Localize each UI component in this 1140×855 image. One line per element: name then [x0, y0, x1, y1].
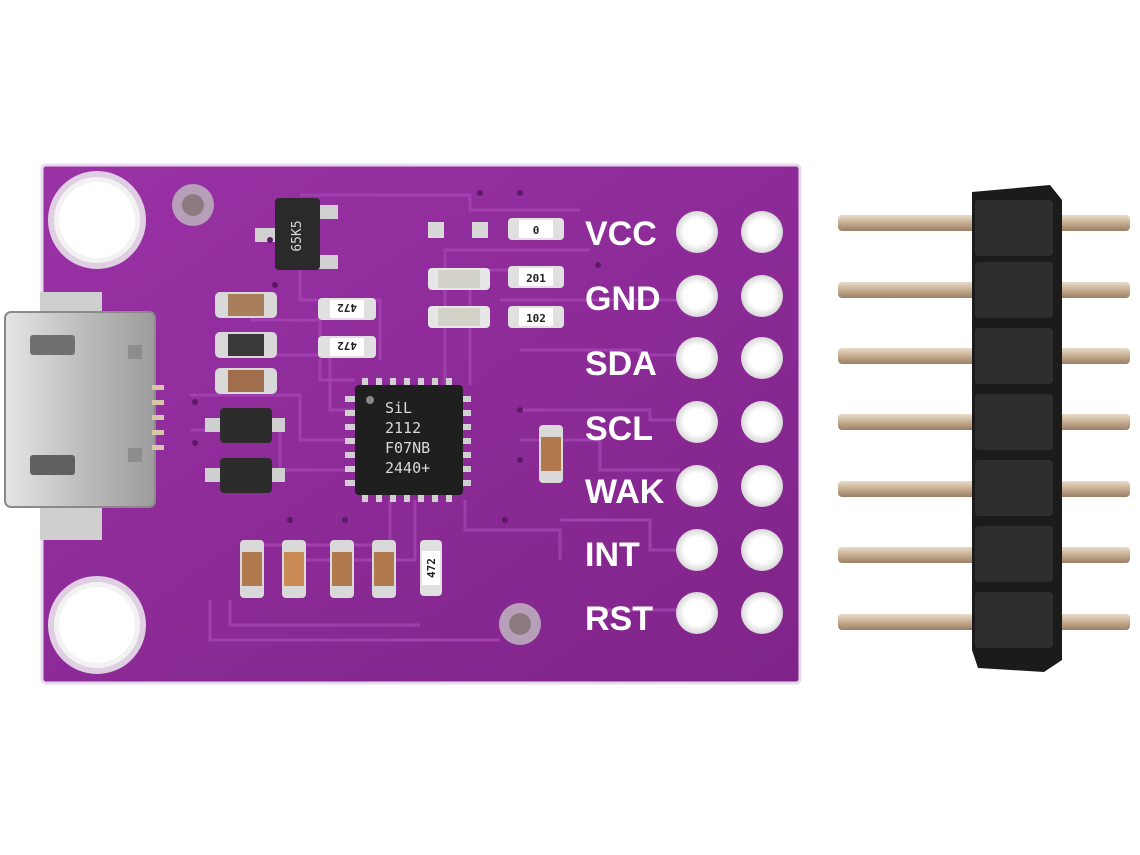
- led-1: [428, 268, 490, 290]
- pad-row-rst: [676, 592, 783, 634]
- ic-marking-line2: 2112: [385, 419, 421, 437]
- svg-text:102: 102: [526, 312, 546, 325]
- pin-label-rst: RST: [585, 600, 653, 638]
- pad-row-wak: [676, 465, 783, 507]
- ic-marking-line4: 2440+: [385, 459, 430, 477]
- vias: [192, 190, 601, 523]
- through-hole-pads: [676, 211, 783, 634]
- mounting-hole-bottom: [48, 576, 146, 674]
- cp2112-ic: SiL 2112 F07NB 2440+: [345, 378, 471, 502]
- pad-row-sda: [676, 337, 783, 379]
- pin-label-wak: WAK: [585, 473, 665, 511]
- capacitor-right: [539, 425, 563, 483]
- resistor-472-b: 472: [318, 336, 376, 358]
- pin-label-sda: SDA: [585, 345, 657, 383]
- svg-text:472: 472: [425, 558, 438, 578]
- micro-usb-connector: [4, 292, 164, 540]
- pad-row-int: [676, 529, 783, 571]
- fiducial-bottom: [499, 603, 541, 645]
- pad-row-gnd: [676, 275, 783, 317]
- mounting-hole-top: [48, 171, 146, 269]
- svg-text:201: 201: [526, 272, 546, 285]
- resistor-472-a: 472: [318, 298, 376, 320]
- fiducial-top: [172, 184, 214, 226]
- resistor-201: 201: [508, 266, 564, 288]
- svg-text:0: 0: [533, 224, 540, 237]
- resistor-472-c: 472: [420, 540, 442, 596]
- esd-chips: [205, 408, 285, 493]
- resistor-0: 0: [508, 218, 564, 240]
- pin-label-gnd: GND: [585, 280, 661, 318]
- resistors-bottom-row: [240, 540, 396, 598]
- pin-label-int: INT: [585, 536, 640, 574]
- capacitors-left: [215, 292, 277, 394]
- transistor-marking: 65K5: [290, 220, 305, 251]
- header-plastic-body: [972, 185, 1062, 672]
- pad-row-vcc: [676, 211, 783, 253]
- resistor-102: 102: [508, 306, 564, 328]
- svg-text:472: 472: [337, 301, 357, 314]
- ic-marking-line3: F07NB: [385, 439, 430, 457]
- transistor-chip: 65K5: [255, 198, 338, 270]
- pin-header: [838, 185, 1130, 672]
- pin-label-vcc: VCC: [585, 215, 657, 253]
- small-pads: [428, 222, 488, 238]
- ic-marking-line1: SiL: [385, 399, 412, 417]
- led-2: [428, 306, 490, 328]
- pin-label-scl: SCL: [585, 410, 653, 448]
- pin-labels: VCC GND SDA SCL WAK INT RST: [585, 215, 665, 638]
- svg-text:472: 472: [337, 339, 357, 352]
- pad-row-scl: [676, 401, 783, 443]
